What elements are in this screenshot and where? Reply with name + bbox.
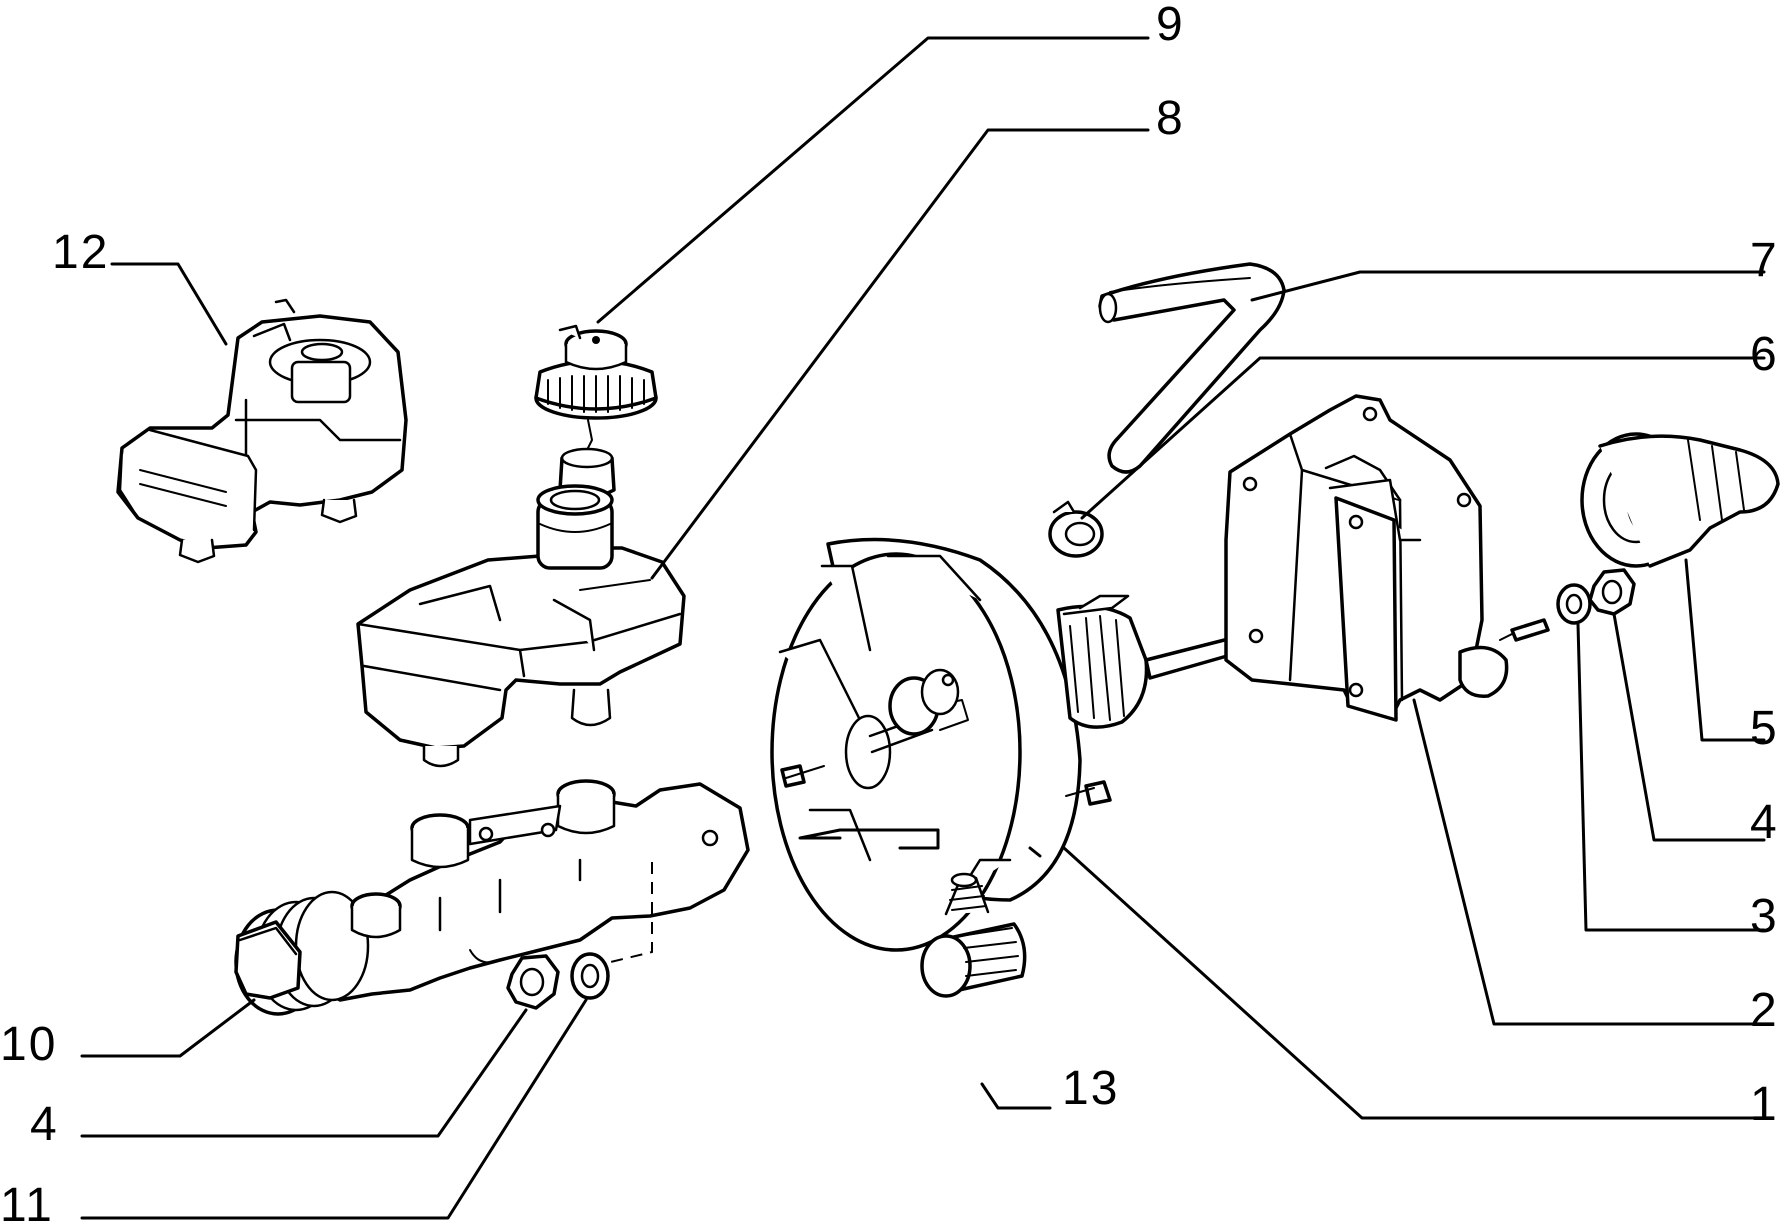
part-7-hose bbox=[1098, 262, 1286, 474]
part-5-boot bbox=[1580, 432, 1780, 568]
part-9-reservoir-cap bbox=[534, 324, 658, 453]
leader-lines bbox=[80, 36, 1766, 1220]
part-10-master-cylinder bbox=[234, 779, 750, 1016]
callout-13: 13 bbox=[1062, 1062, 1119, 1115]
callout-8: 8 bbox=[1156, 92, 1185, 145]
callout-2: 2 bbox=[1750, 984, 1779, 1037]
part-13-check-valve bbox=[798, 828, 1042, 998]
callout-9: 9 bbox=[1156, 0, 1185, 51]
part-4-nut-left bbox=[506, 954, 560, 1010]
callout-12: 12 bbox=[52, 226, 109, 279]
callout-4-right: 4 bbox=[1750, 796, 1779, 849]
part-8-reservoir bbox=[356, 484, 686, 768]
part-2-bracket bbox=[1224, 394, 1550, 722]
callout-7: 7 bbox=[1750, 234, 1779, 287]
callout-10: 10 bbox=[0, 1018, 57, 1071]
part-4-nut-right bbox=[1588, 568, 1636, 616]
part-3-washer bbox=[1556, 583, 1592, 625]
part-1-brake-booster bbox=[770, 537, 1293, 952]
callout-3: 3 bbox=[1750, 890, 1779, 943]
callout-6: 6 bbox=[1750, 328, 1779, 381]
part-11-washer bbox=[570, 952, 610, 1000]
callout-11: 11 bbox=[0, 1179, 54, 1223]
callout-4-left: 4 bbox=[30, 1098, 59, 1151]
callout-1: 1 bbox=[1750, 1078, 1779, 1131]
part-6-clamp bbox=[1048, 500, 1104, 558]
callout-5: 5 bbox=[1750, 702, 1779, 755]
part-12-reservoir-alt bbox=[116, 298, 408, 564]
